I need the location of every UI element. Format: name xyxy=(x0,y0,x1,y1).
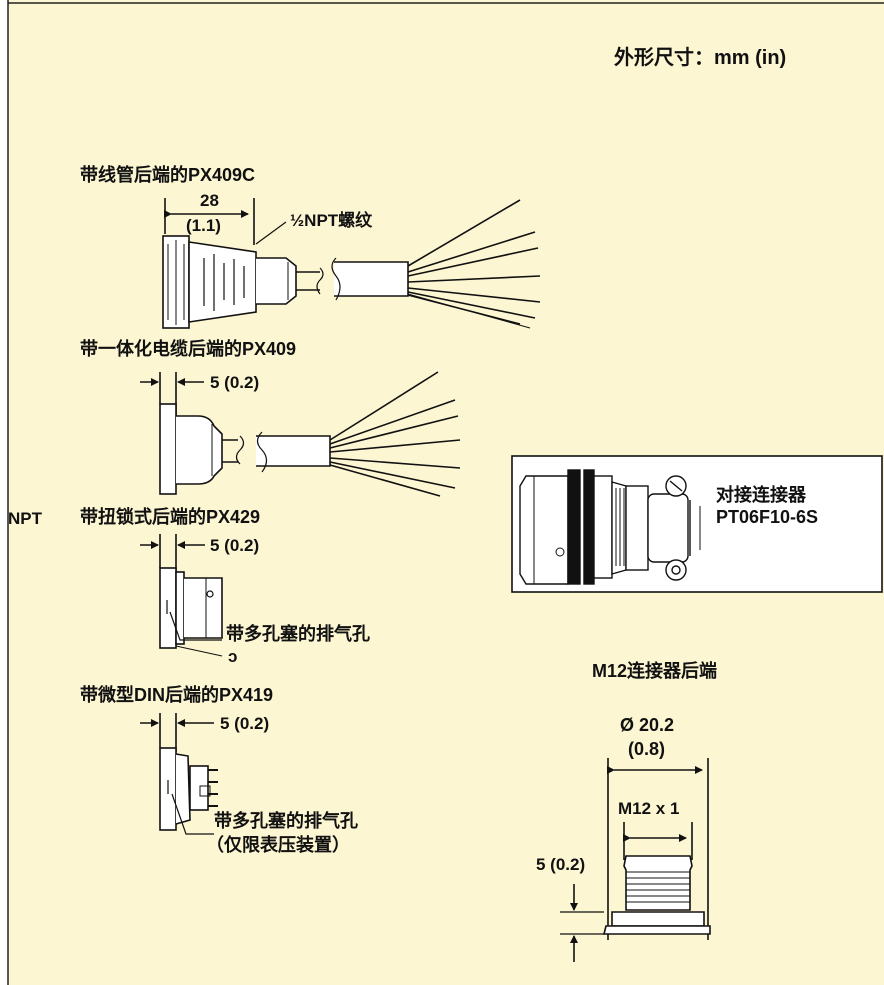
px429-title: 带扭锁式后端的PX429 xyxy=(80,507,261,527)
edge-fragment-text: NPT xyxy=(8,509,42,528)
px429-drawing xyxy=(140,534,223,657)
mating-label-line2: PT06F10-6S xyxy=(716,507,819,527)
px409-drawing xyxy=(140,371,461,497)
m12-title: M12连接器后端 xyxy=(592,661,718,681)
mating-label-line1: 对接连接器 xyxy=(716,485,806,505)
px429-dim: 5 (0.2) xyxy=(210,536,260,555)
m12-drawing xyxy=(560,758,711,962)
units-label: 外形尺寸：mm (in) xyxy=(614,47,787,69)
px409c-thread-label: ½NPT螺纹 xyxy=(290,211,373,230)
px409-title: 带一体化电缆后端的PX409 xyxy=(80,339,297,359)
px409c-dim-mm: 28 xyxy=(200,191,219,210)
px429-vent-fragment: ɔ xyxy=(228,647,238,666)
px419-dim: 5 (0.2) xyxy=(220,714,270,733)
m12-diameter: Ø 20.2 xyxy=(620,715,675,735)
px419-vent-label: 带多孔塞的排气孔 xyxy=(214,811,358,831)
m12-thread: M12 x 1 xyxy=(618,799,680,818)
px409c-dim-in: (1.1) xyxy=(186,216,221,235)
px419-title: 带微型DIN后端的PX419 xyxy=(80,685,274,705)
px419-vent-note: （仅限表压装置） xyxy=(206,835,350,855)
sheet-frame xyxy=(7,0,884,985)
mating-connector-panel xyxy=(511,455,883,593)
px409c-drawing xyxy=(162,198,541,329)
px419-drawing xyxy=(140,713,218,835)
px429-vent-label: 带多孔塞的排气孔 xyxy=(226,624,370,644)
px409c-title: 带线管后端的PX409C xyxy=(80,165,256,185)
mating-connector-drawing xyxy=(519,469,701,585)
px409-dim: 5 (0.2) xyxy=(210,373,260,392)
m12-height: 5 (0.2) xyxy=(536,855,586,874)
m12-diameter-in: (0.8) xyxy=(628,739,666,759)
